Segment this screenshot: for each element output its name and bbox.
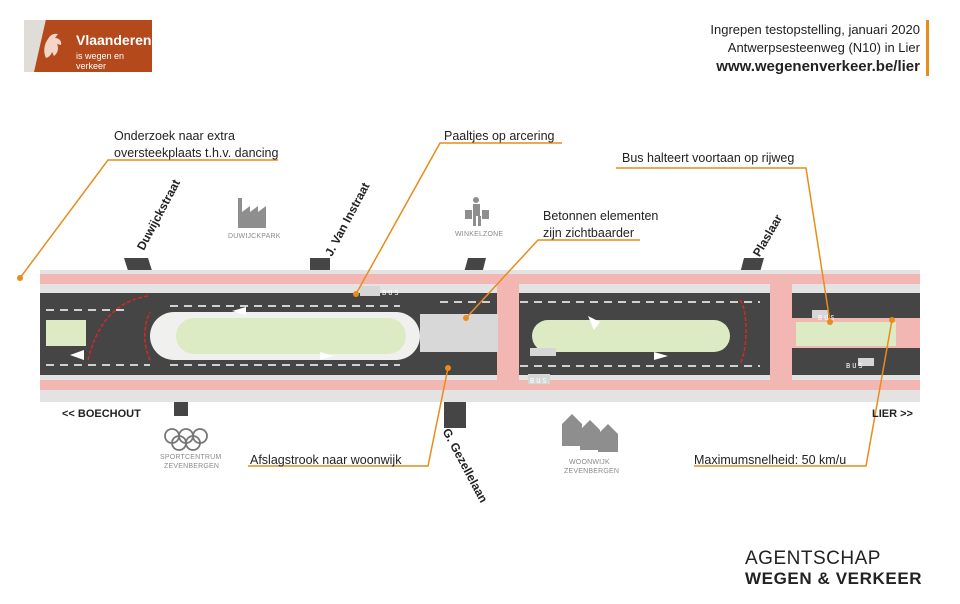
callout-line-turn <box>248 367 449 467</box>
callout-line-speed <box>694 319 893 467</box>
agency-name-line2: WEGEN & VERKEER <box>745 569 923 588</box>
olympic-rings-icon <box>164 428 208 451</box>
median-west-green <box>176 318 406 354</box>
bus-mark-north: BUS <box>382 289 401 297</box>
houses-icon <box>562 414 618 452</box>
median-concrete <box>420 314 498 352</box>
poi-label-sport-line2: ZEVENBERGEN <box>164 463 220 470</box>
header-accent-bar <box>926 20 929 76</box>
callout-lines <box>19 142 893 467</box>
annotation-posts: Paaltjes op arcering <box>444 129 555 143</box>
annotation-turn-lane: Afslagstrook naar woonwijk <box>250 453 402 467</box>
poi-label-woonwijk-line2: ZEVENBERGEN <box>564 468 620 475</box>
bus-mark-east-south: BUS <box>846 362 865 370</box>
annotation-crossing-line2: oversteekplaats t.h.v. dancing <box>114 146 279 160</box>
red-curb-lines <box>87 295 747 365</box>
median-east-green <box>532 320 730 352</box>
bus-mark-south: BUS <box>530 377 549 385</box>
vlaanderen-logo[interactable]: Vlaanderen is wegen en verkeer <box>24 20 152 72</box>
annotation-concrete-line1: Betonnen elementen <box>543 209 659 223</box>
poi-label-woonwijk-line1: WOONWIJK <box>569 459 610 466</box>
poi-label-sport-line1: SPORTCENTRUM <box>160 454 222 461</box>
factory-icon <box>238 198 266 228</box>
callout-line-bus <box>616 167 831 323</box>
annotation-speed: Maximumsnelheid: 50 km/u <box>694 453 847 467</box>
shopper-icon <box>465 197 489 226</box>
callout-line-posts <box>355 142 562 295</box>
logo-brand-block: Vlaanderen is wegen en verkeer <box>34 20 152 72</box>
header-url-link[interactable]: www.wegenenverkeer.be/lier <box>716 58 920 75</box>
lion-logo-icon <box>44 33 62 58</box>
lane-markings <box>46 301 760 367</box>
logo-subtitle: is wegen en verkeer <box>76 51 125 71</box>
hatched-areas <box>360 286 874 384</box>
header-location: Antwerpsesteenweg (N10) in Lier <box>727 40 920 55</box>
direction-label-lier: LIER >> <box>872 408 913 420</box>
direction-label-boechout: << BOECHOUT <box>62 408 141 420</box>
bike-lane-south <box>40 380 920 390</box>
lane-arrows <box>70 307 668 360</box>
annotation-bus: Bus halteert voortaan op rijweg <box>622 151 795 165</box>
poi-label-duwijckpark: DUWIJCKPARK <box>228 233 281 240</box>
callout-line-crossing <box>19 159 278 279</box>
bike-crossing-center <box>497 284 519 388</box>
poi-label-winkelzone: WINKELZONE <box>455 231 504 238</box>
bike-lane-north <box>40 274 920 284</box>
agency-name-line1: AGENTSCHAP <box>745 548 881 569</box>
annotation-concrete-line2: zijn zichtbaarder <box>543 226 635 240</box>
median-east-green-2 <box>796 322 896 346</box>
callout-dots <box>17 275 895 371</box>
header-date: Ingrepen testopstelling, januari 2020 <box>710 22 920 37</box>
logo-title: Vlaanderen <box>76 32 152 48</box>
annotation-crossing-line1: Onderzoek naar extra <box>114 129 235 143</box>
median-west <box>46 320 86 346</box>
bus-stop-marks: BUS BUS BUS BUS <box>382 289 865 385</box>
bus-mark-east-north: BUS <box>818 314 837 322</box>
callout-line-concrete <box>465 239 640 319</box>
